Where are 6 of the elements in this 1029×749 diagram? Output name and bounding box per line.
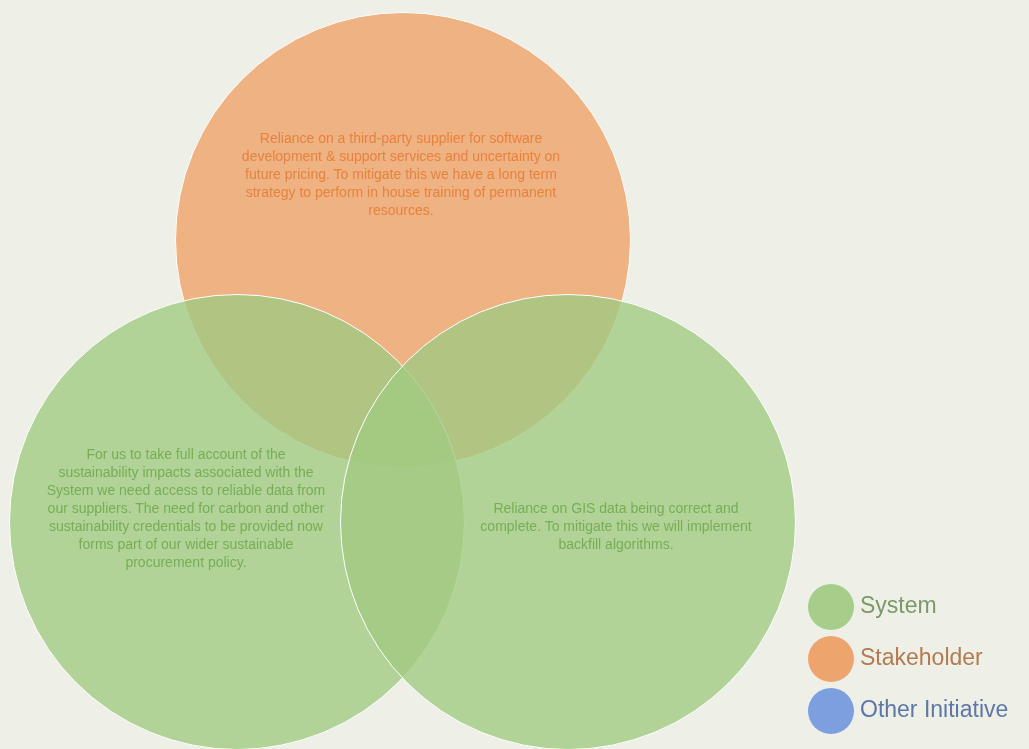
legend-label: Other Initiative: [860, 696, 1009, 723]
legend-label: System: [860, 592, 937, 619]
circle-text: For us to take full account of the sustainability impacts associated with the System we need access to reliable data from our suppliers. The need for carbon and other sustainability credentials to be provided now forms part of our wider sustainable procurement policy.: [46, 445, 326, 571]
circle-text: Reliance on GIS data being correct and complete. To mitigate this we will implement backfill algorithms.: [479, 499, 753, 553]
legend-label: Stakeholder: [860, 644, 983, 671]
circle-text: Reliance on a third-party supplier for software development & support services and uncertainty on future pricing. To mitigate this we have a long term strategy to perform in house training of permanent resources.: [240, 129, 562, 219]
